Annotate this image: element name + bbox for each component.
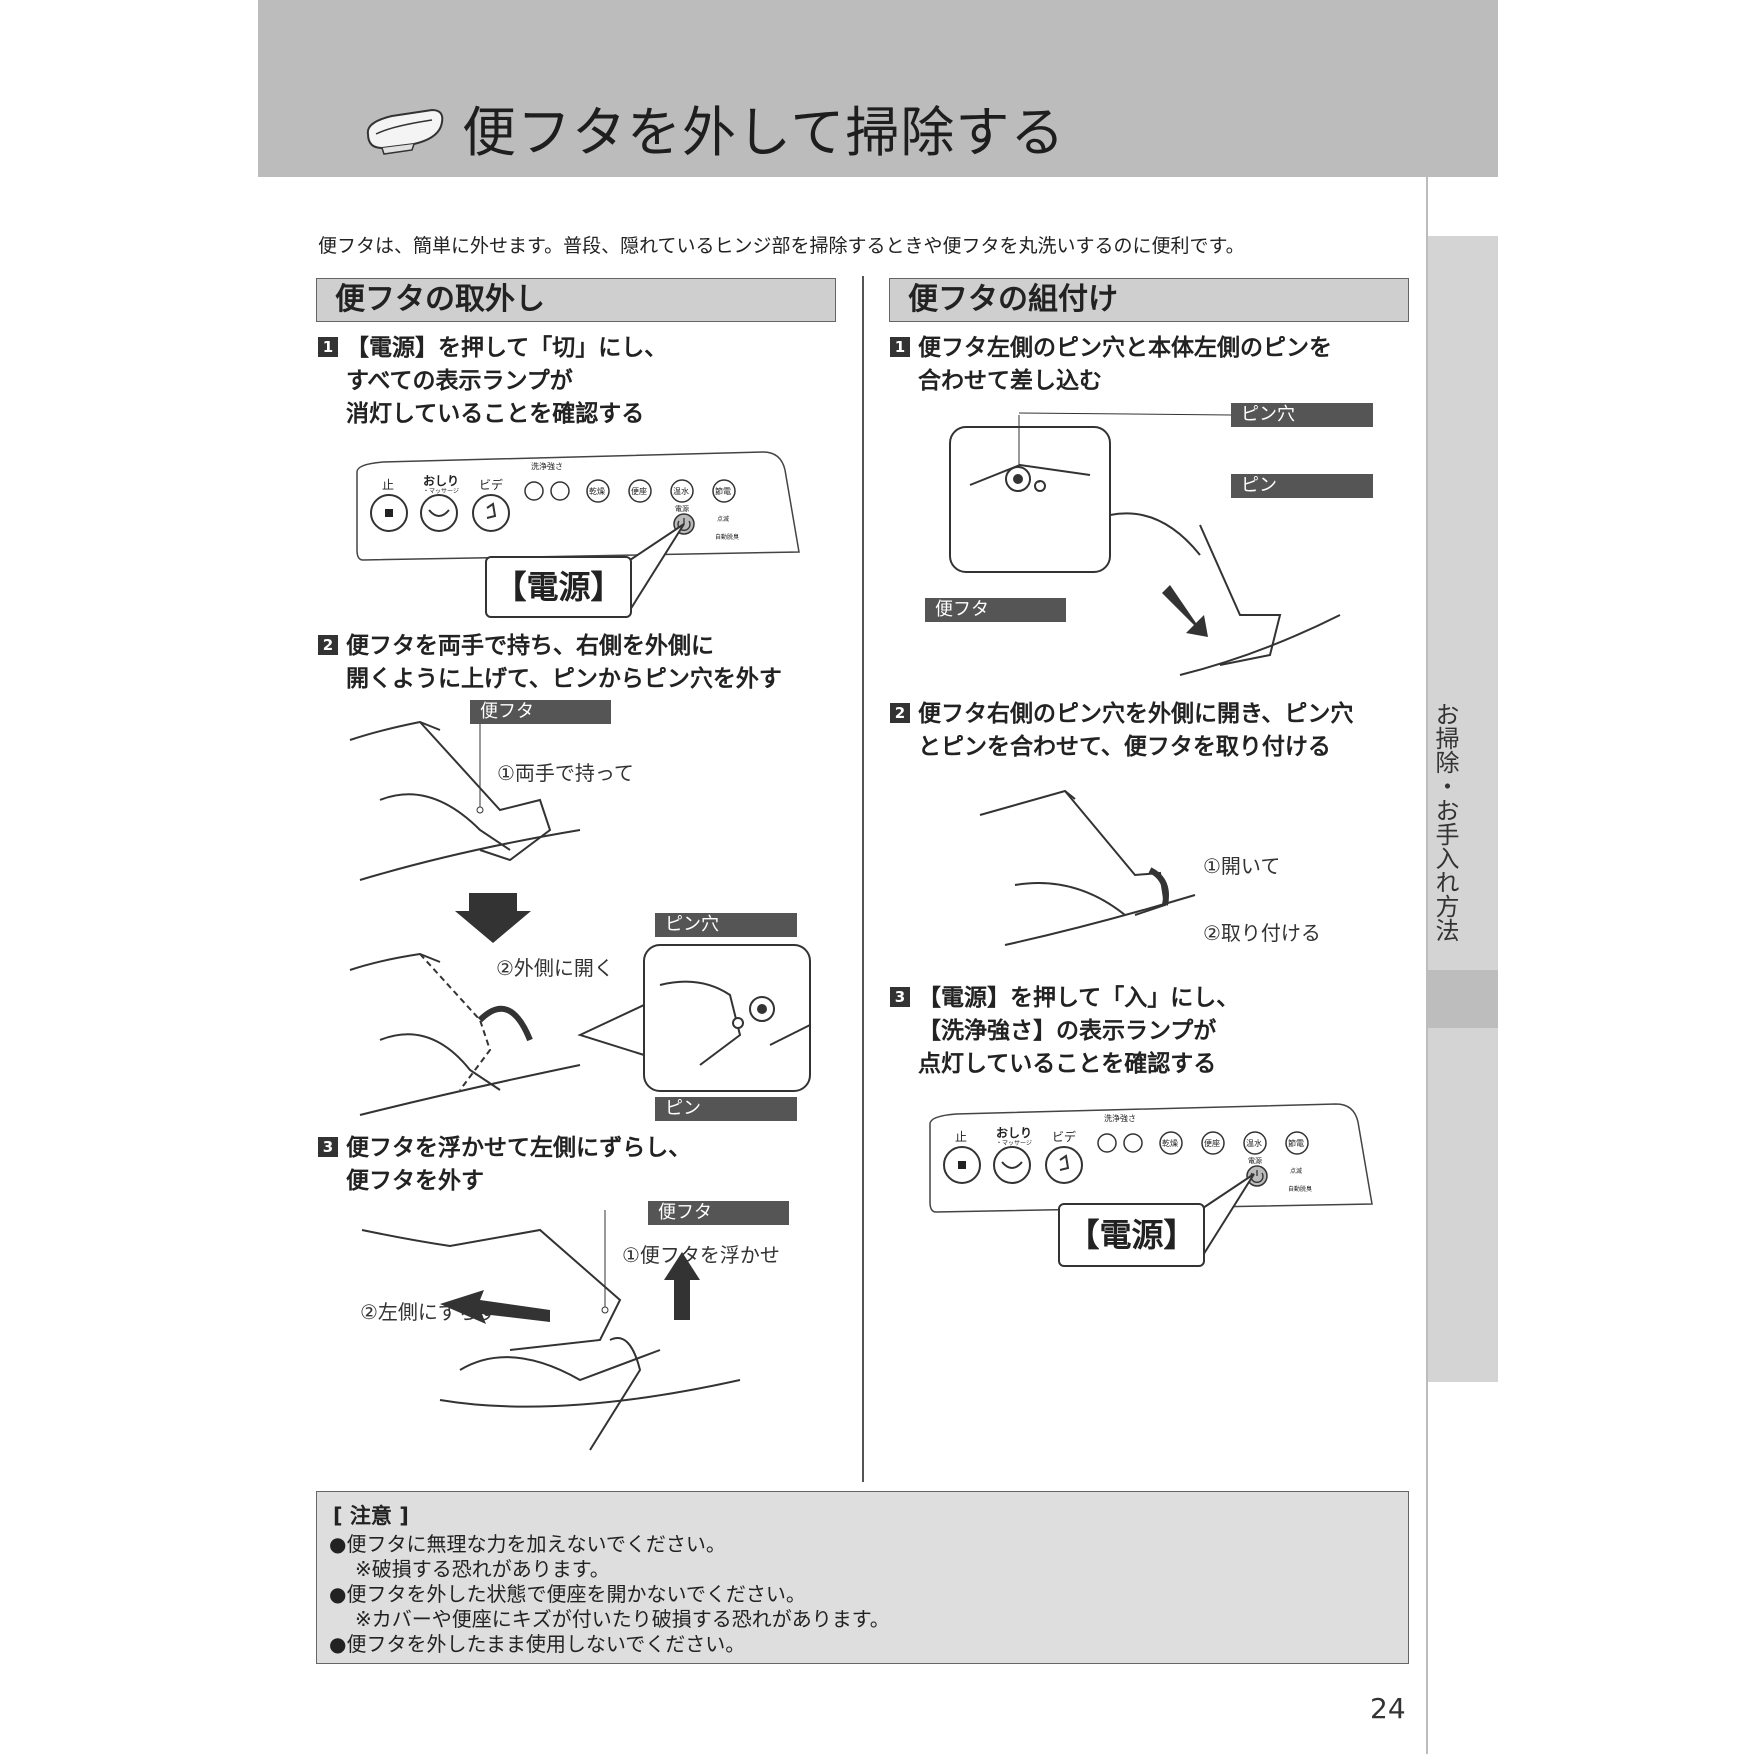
step-number: 1 <box>890 337 910 357</box>
caution-title: [ 注意 ] <box>333 1504 409 1528</box>
caution-line-2: ※破損する恐れがあります。 <box>355 1557 610 1581</box>
page-number: 24 <box>1370 1692 1406 1725</box>
side-tab <box>1428 236 1498 1382</box>
open-label: ①開いて <box>1203 854 1281 878</box>
step-text: 開くように上げて、ピンからピン穴を外す <box>346 666 782 692</box>
side-tab-label: お掃除・お手入れ方法 <box>1431 702 1459 942</box>
left-step-3: 3 便フタを浮かせて左側にずらし、 便フタを外す <box>318 1132 691 1198</box>
caution-line-4: ※カバーや便座にキズが付いたり破損する恐れがあります。 <box>355 1607 890 1631</box>
lid-hold-illustration <box>349 720 581 881</box>
panel-power-label: 電源 <box>1248 1157 1262 1165</box>
section-heading-remove: 便フタの取外し <box>316 278 836 322</box>
power-callout-right: 【電源】 <box>1058 1203 1205 1267</box>
header-band <box>258 0 1498 177</box>
left-step-1: 1 【電源】を押して「切」にし、 すべての表示ランプが 消灯していることを確認する <box>318 332 667 431</box>
slide-label: ②左側にずらす <box>360 1300 498 1324</box>
step-number: 1 <box>318 337 338 357</box>
intro-text: 便フタは、簡単に外せます。普段、隠れているヒンジ部を掃除するときや便フタを丸洗い… <box>318 235 1245 257</box>
panel-water-label: 温水 <box>673 487 689 496</box>
panel-dry-label: 乾燥 <box>589 487 605 496</box>
lid-slide-illustration <box>361 1210 741 1451</box>
step-number: 3 <box>890 987 910 1007</box>
step-number: 2 <box>318 635 338 655</box>
step-text: 便フタを外す <box>346 1168 484 1194</box>
step-text: すべての表示ランプが <box>346 368 573 394</box>
callout-pointer-right <box>1199 1173 1255 1261</box>
column-divider <box>862 276 864 1482</box>
caution-box: [ 注意 ] ●便フタに無理な力を加えないでください。 ※破損する恐れがあります… <box>316 1491 1409 1664</box>
panel-light-label: 点滅 <box>1290 1168 1303 1175</box>
lid-tag-right: 便フタ <box>925 598 1066 622</box>
step-text: 【洗浄強さ】の表示ランプが <box>918 1018 1217 1044</box>
panel-eco-label: 節電 <box>1288 1139 1304 1148</box>
power-callout-left: 【電源】 <box>485 556 632 618</box>
toilet-seat-icon <box>366 108 444 155</box>
caution-line-1: ●便フタに無理な力を加えないでください。 <box>329 1532 726 1556</box>
step-number: 3 <box>318 1137 338 1157</box>
lift-label: ①便フタを浮かせ <box>622 1243 780 1267</box>
panel-strength-label: 洗浄強さ <box>1104 1114 1136 1123</box>
step-text: とピンを合わせて、便フタを取り付ける <box>918 734 1331 760</box>
panel-light-label: 点滅 <box>717 516 730 523</box>
lid-open-illustration <box>349 952 581 1116</box>
pin-hole-tag-right: ピン穴 <box>1231 403 1373 427</box>
side-tab-marker <box>1428 970 1498 1028</box>
step-text: 合わせて差し込む <box>918 368 1102 394</box>
attach-label: ②取り付ける <box>1203 921 1321 945</box>
panel-oshiri-label: おしり <box>996 1126 1033 1140</box>
step-text: 便フタ左側のピン穴と本体左側のピンを <box>918 335 1332 361</box>
panel-seat-label: 便座 <box>1204 1139 1220 1148</box>
both-hands-label: ①両手で持って <box>497 761 634 785</box>
lid-attach-illustration <box>979 789 1196 946</box>
lid-tag-a: 便フタ <box>470 700 611 724</box>
step-number: 2 <box>890 703 910 723</box>
panel-power-label: 電源 <box>675 505 689 513</box>
panel-deodor-label: 自動脱臭 <box>715 534 740 541</box>
step-text: 点灯していることを確認する <box>918 1051 1217 1077</box>
pin-insert-illustration <box>949 426 1341 676</box>
panel-bidet-label: ビデ <box>479 478 504 492</box>
callout-pointer-left <box>629 523 685 611</box>
panel-massage-label: ・マッサージ <box>423 488 459 495</box>
panel-seat-label: 便座 <box>631 487 647 496</box>
caution-line-3: ●便フタを外した状態で便座を開かないでください。 <box>329 1582 806 1606</box>
panel-eco-label: 節電 <box>715 487 731 496</box>
left-step-2: 2 便フタを両手で持ち、右側を外側に 開くように上げて、ピンからピン穴を外す <box>318 630 782 696</box>
step-text: 便フタ右側のピン穴を外側に開き、ピン穴 <box>918 701 1354 727</box>
right-step-2: 2 便フタ右側のピン穴を外側に開き、ピン穴 とピンを合わせて、便フタを取り付ける <box>890 698 1353 764</box>
caution-line-5: ●便フタを外したまま使用しないでください。 <box>329 1632 746 1656</box>
open-out-label: ②外側に開く <box>496 956 614 980</box>
step-text: 【電源】を押して「切」にし、 <box>346 335 668 361</box>
pin-zoom-illustration <box>577 944 811 1092</box>
panel-bidet-label: ビデ <box>1052 1130 1077 1144</box>
panel-water-label: 温水 <box>1246 1139 1262 1148</box>
step-text: 消灯していることを確認する <box>346 401 645 427</box>
pin-tag-right: ピン <box>1231 474 1373 498</box>
control-panel-right: 止 おしり ・マッサージ ビデ 洗浄強さ 乾燥 便座 温水 節電 電源 点滅 自… <box>926 1102 1373 1213</box>
panel-deodor-label: 自動脱臭 <box>1288 1186 1313 1193</box>
control-panel-left: 止 おしり ・マッサージ ビデ 洗浄強さ 乾燥 便座 温水 節電 電源 点滅 自… <box>353 450 800 561</box>
side-divider <box>1426 177 1428 1754</box>
section-heading-attach: 便フタの組付け <box>889 278 1409 322</box>
right-step-1: 1 便フタ左側のピン穴と本体左側のピンを 合わせて差し込む <box>890 332 1332 398</box>
panel-strength-label: 洗浄強さ <box>531 462 563 471</box>
panel-stop-label: 止 <box>382 478 395 492</box>
lid-tag-b: 便フタ <box>648 1201 789 1225</box>
step-text: 【電源】を押して「入」にし、 <box>918 985 1240 1011</box>
pin-tag-left: ピン <box>655 1097 797 1121</box>
page-title: 便フタを外して掃除する <box>462 101 1066 164</box>
right-step-3: 3 【電源】を押して「入」にし、 【洗浄強さ】の表示ランプが 点灯していることを確… <box>890 982 1239 1081</box>
down-arrow-icon <box>455 893 531 943</box>
panel-stop-label: 止 <box>955 1130 968 1144</box>
panel-dry-label: 乾燥 <box>1162 1139 1178 1148</box>
pin-leader-lines <box>1018 412 1232 483</box>
panel-massage-label: ・マッサージ <box>996 1140 1032 1147</box>
panel-oshiri-label: おしり <box>423 474 460 488</box>
pin-hole-tag-left: ピン穴 <box>655 913 797 937</box>
step-text: 便フタを両手で持ち、右側を外側に <box>346 633 714 659</box>
step-text: 便フタを浮かせて左側にずらし、 <box>346 1135 692 1161</box>
